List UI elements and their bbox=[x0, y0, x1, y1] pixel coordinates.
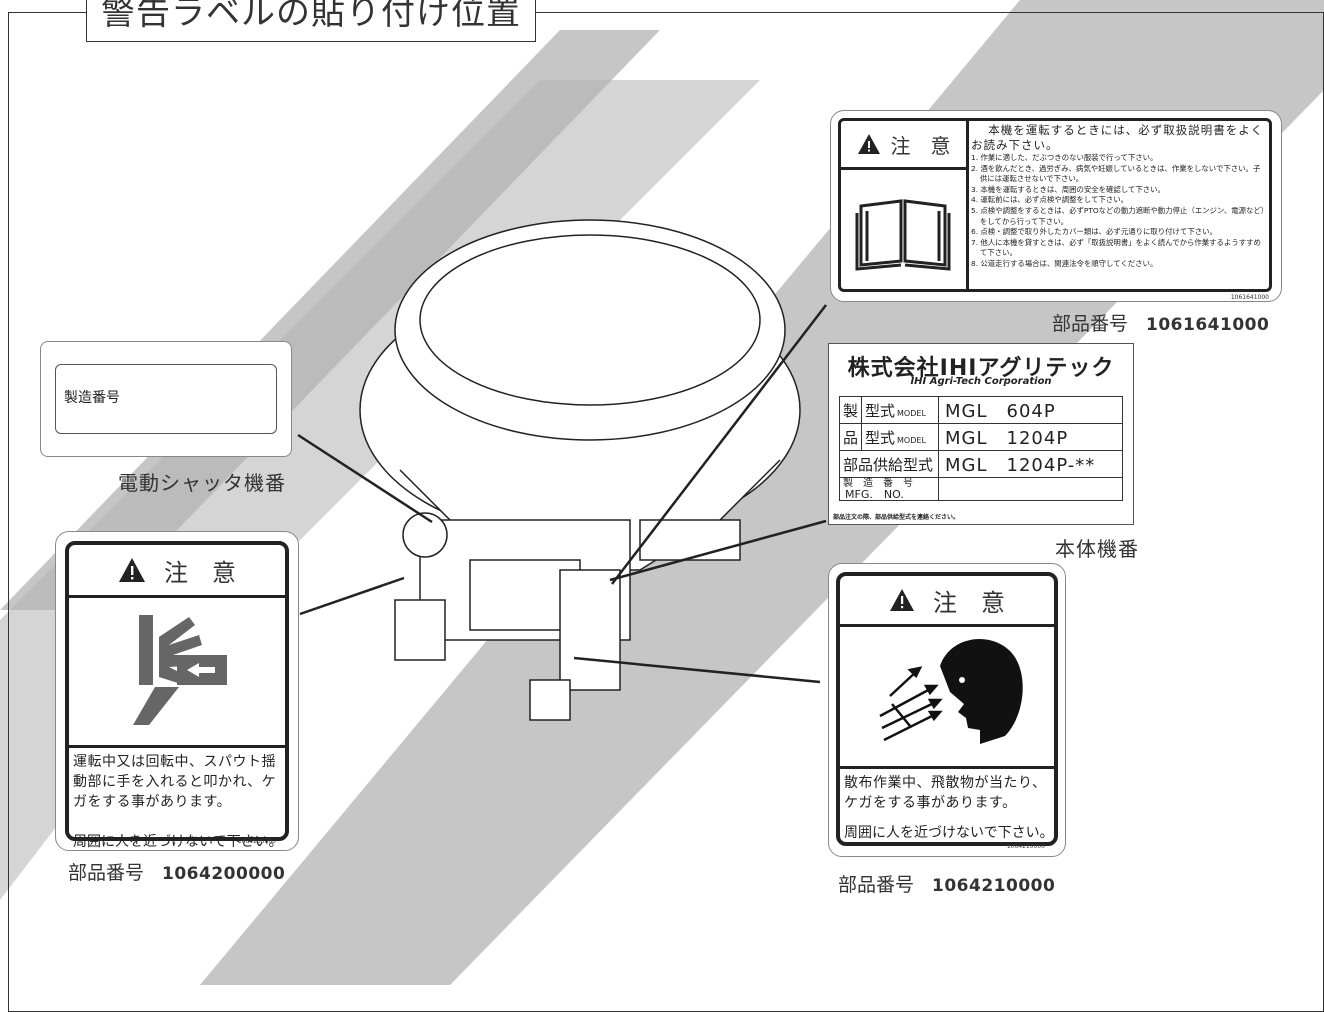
manual-label-code: 1061641000 bbox=[1230, 294, 1269, 301]
manual-item: 3. 本機を運転するときは、周囲の安全を確認して下さい。 bbox=[971, 184, 1165, 194]
manual-part-label: 部品番号 bbox=[1052, 313, 1129, 335]
nameplate-row-value: MGL 604P bbox=[938, 396, 1123, 424]
nameplate-row-mark: 製 bbox=[838, 396, 863, 424]
nameplate-row-label: 部品供給型式 bbox=[838, 450, 940, 478]
nameplate-company: 株式会社IHIアグリテック bbox=[847, 356, 1115, 381]
nameplate-note: 部品注文の際、部品供給型式を連絡ください。 bbox=[833, 514, 960, 521]
hand-warning-text-2: 周囲に人を近づけないで下さい。 bbox=[73, 834, 283, 850]
face-caution-title: 注 意 bbox=[933, 588, 1005, 617]
machine-nameplate: 株式会社IHIアグリテック IHI Agri-Tech Corporation … bbox=[828, 343, 1134, 525]
shutter-field-text: 製造番号 bbox=[64, 390, 120, 406]
manual-items: 1. 作業に適した、だぶつきのない服装で行って下さい。2. 酒を飲んだとき、過労… bbox=[971, 153, 1265, 270]
book-icon bbox=[855, 199, 951, 271]
hand-warning-label: 注 意 運転中又は回転中、スパウト揺動部に手を入れると叩かれ、ケガをする事があり… bbox=[55, 531, 299, 851]
shutter-number-plate: 製造番号 bbox=[40, 341, 292, 457]
manual-part-number: 1061641000 bbox=[1146, 315, 1270, 335]
hand-warning-area: 運転中又は回転中、スパウト揺動部に手を入れると叩かれ、ケガをする事があります。 … bbox=[69, 745, 285, 852]
flying-debris-icon bbox=[879, 639, 1023, 744]
nameplate-label-text: 型式 bbox=[865, 428, 896, 447]
face-label-code: 1064210000 bbox=[1006, 843, 1045, 850]
face-warning-text: 散布作業中、飛散物が当たり、ケガをする事があります。 bbox=[844, 775, 1047, 811]
face-warning-label: 注 意 散布作業中、飛散物が当たり、ケガをする事があります。 周囲に人を近づけな… bbox=[828, 563, 1066, 857]
manual-part-number-row: 部品番号 1061641000 bbox=[1052, 309, 1269, 336]
hand-label-code: 1064200000 bbox=[237, 838, 276, 845]
face-warning-text-2: 周囲に人を近づけないで下さい。 bbox=[844, 825, 1054, 841]
nameplate-label-sub: MODEL bbox=[897, 408, 926, 418]
nameplate-company-en: IHI Agri-Tech Corporation bbox=[910, 376, 1052, 387]
hand-pinch-icon bbox=[133, 615, 227, 725]
shutter-motor bbox=[402, 512, 448, 558]
nameplate-label-sub: MODEL bbox=[897, 435, 926, 445]
nameplate-label-text: 型式 bbox=[865, 401, 896, 420]
leader-nameplate bbox=[609, 519, 827, 582]
nameplate-row-value: MGL 1204P bbox=[938, 423, 1123, 451]
manual-item: 7. 他人に本機を貸すときは、必ず「取扱説明書」をよく読んでから作業するようすす… bbox=[971, 237, 1261, 258]
face-part-number: 1064210000 bbox=[932, 876, 1056, 896]
manual-caution-title: 注 意 bbox=[890, 133, 951, 158]
warning-triangle-icon bbox=[119, 558, 145, 582]
manual-item: 2. 酒を飲んだとき、過労ぎみ、病気や妊娠しているときは、作業をしないで下さい。… bbox=[971, 163, 1261, 184]
nameplate-row-value bbox=[938, 477, 1123, 501]
mount-post bbox=[559, 569, 621, 691]
hand-part-number-row: 部品番号 1064200000 bbox=[68, 858, 285, 885]
manual-warning-label: 注 意 本機を運転するときには、必ず取扱説明書をよくお読み下さい。 1. 作業に… bbox=[830, 110, 1282, 302]
manual-item: 6. 点検・調整で取り外したカバー類は、必ず元通りに取り付けて下さい。 bbox=[971, 227, 1217, 237]
nameplate-label-text: 製 造 番 号 bbox=[843, 478, 913, 489]
nameplate-label-text: 部品供給型式 bbox=[843, 455, 934, 474]
nameplate-row-value: MGL 1204P-** bbox=[938, 450, 1123, 478]
manual-item: 5. 点検や調整をするときは、必ずPTOなどの動力遮断や動力停止（エンジン、電源… bbox=[971, 205, 1265, 226]
hopper-opening bbox=[419, 234, 761, 406]
face-part-number-row: 部品番号 1064210000 bbox=[838, 870, 1055, 897]
manual-item: 8. 公道走行する場合は、関連法令を順守してください。 bbox=[971, 258, 1158, 268]
nameplate-row-mark: 品 bbox=[838, 423, 863, 451]
face-warning-area: 散布作業中、飛散物が当たり、ケガをする事があります。 周囲に人を近づけないで下さ… bbox=[840, 766, 1054, 843]
leader-manual bbox=[611, 304, 827, 585]
hand-part-number: 1064200000 bbox=[162, 864, 286, 884]
leader-shutter bbox=[297, 433, 433, 524]
manual-intro: 本機を運転するときには、必ず取扱説明書をよくお読み下さい。 bbox=[971, 123, 1264, 152]
shutter-caption: 電動シャッタ機番 bbox=[118, 471, 286, 495]
manual-item: 4. 運転前には、必ず点検や調整をして下さい。 bbox=[971, 195, 1128, 205]
manual-text-panel: 本機を運転するときには、必ず取扱説明書をよくお読み下さい。 1. 作業に適した、… bbox=[971, 123, 1265, 283]
hitch-bottom bbox=[529, 679, 571, 721]
nameplate-label-sub: MFG. NO. bbox=[845, 488, 904, 501]
machine-drawing bbox=[297, 219, 827, 721]
warning-triangle-icon bbox=[890, 589, 914, 611]
hand-part-label: 部品番号 bbox=[68, 862, 145, 884]
hand-caution-title: 注 意 bbox=[164, 558, 236, 587]
page-title: 警告ラベルの貼り付け位置 bbox=[86, 0, 536, 42]
leader-face bbox=[573, 656, 821, 684]
manual-left-panel: 注 意 bbox=[841, 121, 969, 289]
nameplate-caption: 本体機番 bbox=[1055, 537, 1139, 561]
leader-hand bbox=[299, 576, 405, 616]
warning-triangle-icon bbox=[857, 134, 880, 154]
face-part-label: 部品番号 bbox=[838, 874, 915, 896]
manual-item: 1. 作業に適した、だぶつきのない服装で行って下さい。 bbox=[971, 153, 1158, 162]
hitch-left bbox=[394, 599, 446, 661]
hand-warning-text: 運転中又は回転中、スパウト揺動部に手を入れると叩かれ、ケガをする事があります。 bbox=[73, 754, 277, 810]
